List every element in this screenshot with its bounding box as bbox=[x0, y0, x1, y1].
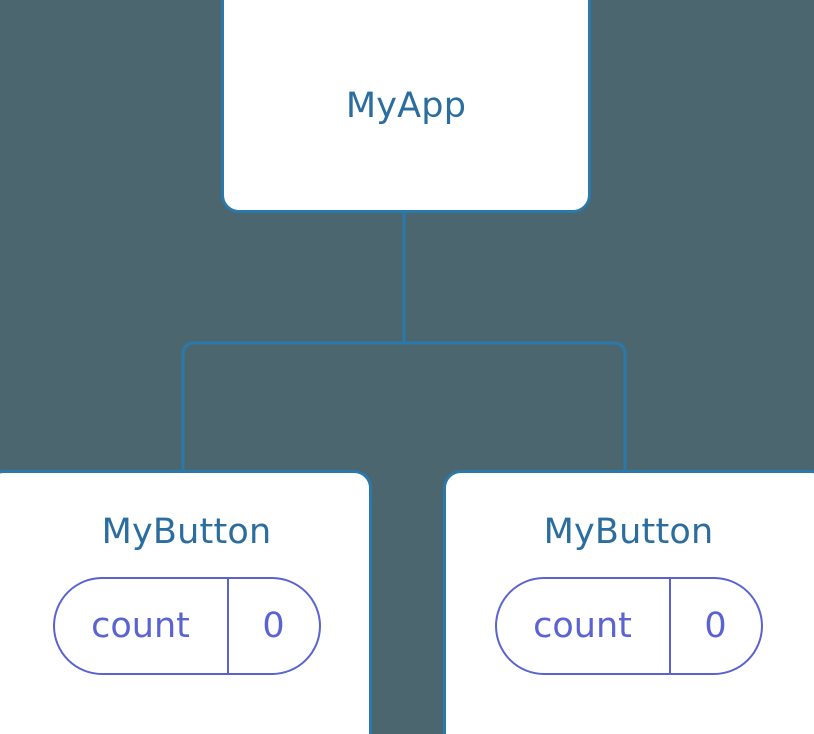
node-title: MyButton bbox=[543, 512, 714, 552]
state-pill-count[interactable]: count 0 bbox=[52, 577, 321, 675]
node-title: MyApp bbox=[345, 86, 467, 126]
node-myapp[interactable]: MyApp bbox=[221, 0, 591, 213]
state-value: 0 bbox=[668, 579, 761, 673]
state-value: 0 bbox=[226, 579, 319, 673]
state-key: count bbox=[533, 605, 632, 646]
node-mybutton-0[interactable]: MyButton count 0 bbox=[0, 470, 372, 734]
node-title: MyButton bbox=[101, 512, 272, 552]
edge-root-to-child-1 bbox=[404, 341, 627, 472]
state-key: count bbox=[91, 605, 190, 646]
node-content: MyButton count 0 bbox=[446, 473, 814, 675]
node-mybutton-1[interactable]: MyButton count 0 bbox=[443, 470, 814, 734]
node-content: MyButton count 0 bbox=[0, 473, 369, 675]
edge-root-to-child-0 bbox=[181, 341, 404, 472]
state-pill-count[interactable]: count 0 bbox=[494, 577, 763, 675]
